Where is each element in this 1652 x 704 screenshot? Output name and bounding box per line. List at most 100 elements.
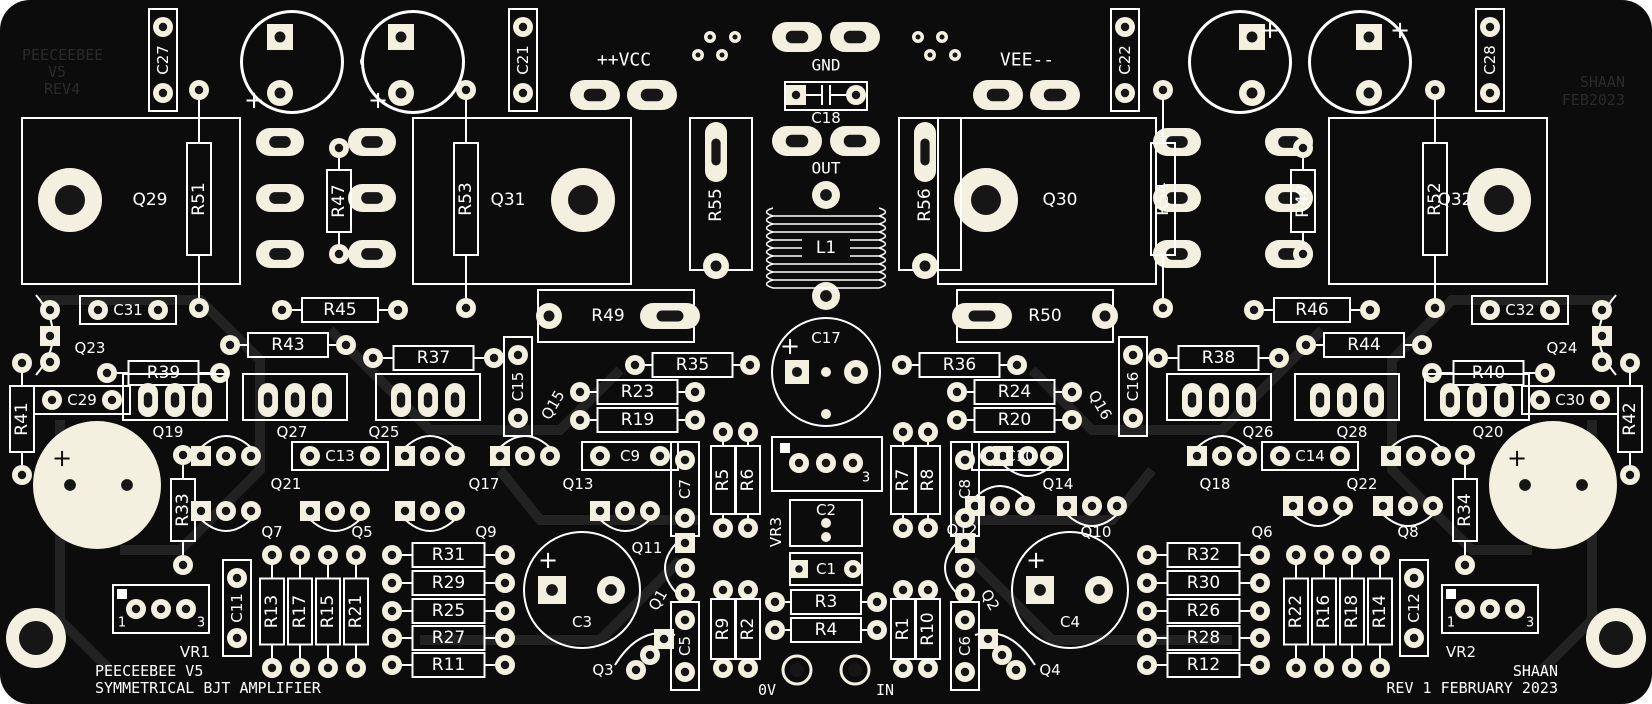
label-refs-r42: R42 [1620,402,1640,435]
slot [197,392,207,408]
drill-hole [1217,451,1227,461]
slot [1187,392,1197,408]
cap-body [33,421,161,549]
label-refs-r18: R18 [1342,595,1362,628]
drill-hole [848,663,862,677]
label-refs-r38: R38 [1202,348,1235,368]
label-refs-c22: C22 [1116,45,1134,75]
label-refs-q13: Q13 [563,475,594,493]
drill-hole [1597,305,1607,315]
input-pad [781,654,813,686]
drill-hole [1142,578,1152,588]
pin-number: 3 [1526,616,1534,631]
resistor-r27: R27 [382,625,515,651]
drill-hole [489,353,499,363]
label-refs-q28: Q28 [1337,423,1368,441]
drill-hole [1597,331,1607,341]
drill-hole [387,660,397,670]
outline [291,441,389,471]
capacitor-c18 [784,81,868,111]
outline [1166,373,1272,421]
label-refs-r2: R2 [738,618,758,641]
capacitor-c11: C11 [222,559,252,657]
label-refs-r26: R26 [1187,601,1220,621]
outline [771,436,883,492]
drill-hole [1430,303,1440,313]
slot [1166,192,1188,204]
capacitor-c1: C1 [789,552,863,586]
drill-hole [1093,584,1105,596]
resistor-body [392,345,475,371]
drill-hole [872,625,882,635]
drill-hole [520,451,530,461]
drill-hole [710,260,722,272]
label-refs-r21: R21 [346,595,366,628]
label-board-author: SHAAN [1513,662,1558,680]
outline [1110,8,1140,112]
resistor-body [1166,542,1241,568]
drill-hole [543,310,555,322]
resistor-r22: R22 [1283,545,1309,678]
via-hole [939,34,945,40]
slot [361,136,383,148]
label-refs-r33: R33 [173,493,193,526]
cap-outline [1011,531,1129,649]
drill-hole [851,90,861,100]
label-refs-r22: R22 [1286,595,1306,628]
plus-sign: + [538,546,558,574]
via-hole [927,52,933,58]
label-refs-q24: Q24 [1547,339,1578,357]
slot [1241,392,1251,408]
drill-hole [387,550,397,560]
outline [21,117,241,285]
drill-hole [1313,501,1323,511]
drill-hole [395,87,407,99]
capacitor-c5: C5 [670,601,700,691]
resistor-r5: R5 [710,422,736,538]
drill-hole [849,565,857,573]
label-refs-vr2: VR2 [1446,643,1476,661]
drill-hole [680,563,690,573]
transistor-q21: Q21 [191,435,301,493]
capacitor-c9: C9 [581,441,679,471]
drill-hole [351,550,361,560]
mounting-holes [6,608,1646,668]
label-refs-c16: C16 [1124,372,1142,402]
drill-hole [107,395,117,405]
resistor-r21: R21 [343,545,369,678]
label-refs-q31: Q31 [490,190,525,210]
resistor-body [301,297,379,323]
drill-hole [1142,633,1152,643]
slot [269,192,291,204]
slot [1278,192,1300,204]
coil-label-bg [802,234,850,262]
label-refs-c32: C32 [1505,301,1535,319]
resistor-r23: R23 [570,379,705,405]
drill-hole [960,588,970,598]
resistor-body [1311,577,1337,646]
slot [1472,392,1482,408]
label-refs-r8: R8 [918,469,938,492]
resistor-r12: R12 [1137,652,1270,678]
drill-hole [1417,340,1427,350]
label-refs-c28: C28 [1481,45,1499,75]
capacitor-c22: C22 [1110,8,1140,112]
drill-hole [1128,350,1138,360]
drill-hole [1298,249,1308,259]
via-hole [732,34,738,40]
resistor-body [915,598,941,660]
outline [222,559,252,657]
drill-hole [1255,578,1265,588]
resistor-body [596,379,679,405]
label-refs-c12: C12 [1405,593,1423,623]
drill-hole [1249,305,1259,315]
drill-hole [898,427,908,437]
electrolytic-c26: + [1308,10,1412,114]
drill-hole [1067,387,1077,397]
plus-sign: + [368,86,388,114]
resistor-r9: R9 [710,580,736,678]
plus-sign: + [1026,546,1046,574]
resistor-body [9,385,35,453]
label-refs-c15: C15 [509,372,527,402]
label-refs-r28: R28 [1187,628,1220,648]
